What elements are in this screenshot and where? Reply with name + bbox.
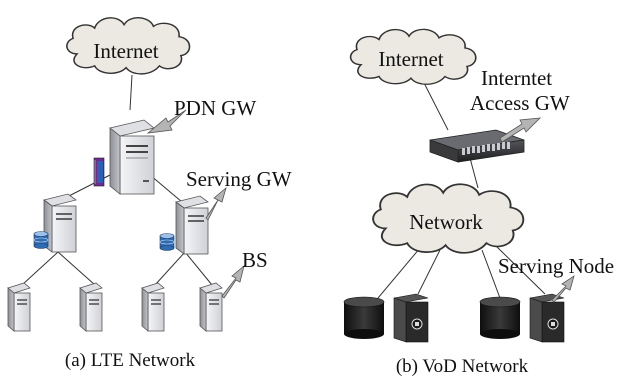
serving-gw-label: Serving GW — [186, 167, 292, 191]
storage-disk-1 — [343, 296, 385, 339]
lte-caption: (a) LTE Network — [65, 350, 196, 371]
serving-gw-server — [159, 195, 209, 255]
vod-internet-label: Internet — [378, 47, 443, 71]
access-gw-label-line2: Access GW — [470, 91, 570, 115]
database-icon — [159, 233, 175, 251]
serving-node-label: Serving Node — [498, 254, 614, 278]
network-to-node1-link — [417, 249, 441, 295]
base-station-3 — [141, 282, 165, 332]
left-sgw-to-bs1-link — [21, 251, 59, 286]
network-to-disk1-link — [377, 247, 421, 299]
database-icon — [33, 231, 49, 249]
pdn-to-serving-gw-link — [149, 174, 183, 203]
network-to-disk2-link — [481, 249, 501, 299]
storage-disk-2 — [479, 296, 521, 339]
vod-network-cloud: Network — [372, 183, 525, 254]
base-station-2 — [79, 282, 103, 332]
vod-network: Internet Interntet Access GW Network — [343, 28, 614, 377]
vod-internet-cloud: Internet — [349, 28, 477, 86]
bs-pointer-arrow — [221, 264, 245, 299]
sgw-to-bs3-link — [154, 251, 186, 286]
lte-internet-cloud: Internet — [66, 16, 191, 75]
base-station-1 — [7, 282, 31, 332]
base-station-4 — [199, 282, 223, 332]
left-serving-gw-server — [33, 193, 77, 253]
access-gw-to-network-link — [469, 157, 479, 189]
serving-node-1 — [393, 293, 429, 343]
serving-node-pointer-arrow — [551, 275, 575, 303]
vod-network-label: Network — [409, 210, 483, 234]
serving-gw-pointer-arrow — [205, 186, 227, 221]
access-gw-label-line1: Interntet — [481, 66, 552, 90]
internet-access-gw-switch — [429, 129, 525, 163]
book-icon — [93, 157, 105, 187]
pdn-gw-server — [93, 119, 155, 195]
pdn-gw-pointer-arrow — [146, 109, 187, 134]
vod-caption: (b) VoD Network — [396, 356, 529, 377]
sgw-to-bs4-link — [184, 251, 213, 286]
vod-links — [377, 74, 546, 299]
internet-to-pdn-link — [129, 74, 133, 111]
lte-network: Internet PDN GW — [7, 16, 292, 371]
lte-internet-label: Internet — [93, 39, 158, 63]
access-gw-pointer-arrow — [499, 117, 542, 143]
serving-node-2 — [529, 293, 565, 343]
left-sgw-to-bs2-link — [57, 251, 96, 286]
pdn-gw-label: PDN GW — [174, 96, 256, 120]
bs-label: BS — [242, 248, 268, 272]
network-to-node2-link — [494, 244, 546, 295]
